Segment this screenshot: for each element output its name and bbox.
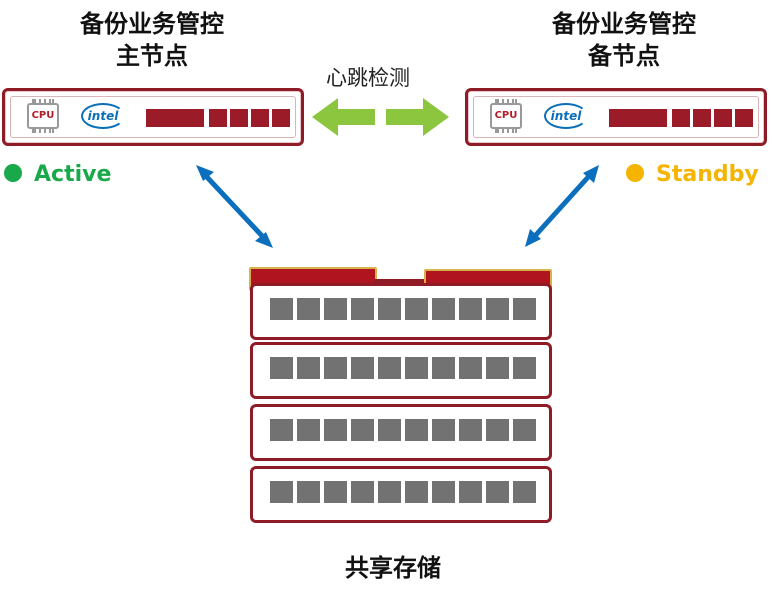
heartbeat-arrow-icon xyxy=(312,98,449,136)
cpu-chip-icon: CPU xyxy=(490,99,522,133)
standby-server-faceplate xyxy=(473,96,759,138)
disk-slot xyxy=(351,481,374,503)
standby-link-head-top xyxy=(583,165,599,183)
disk-slot xyxy=(297,298,320,320)
disk-slot xyxy=(459,419,482,441)
primary-server: CPU intel xyxy=(2,88,304,146)
disk-slots xyxy=(270,357,536,379)
primary-port xyxy=(251,109,269,127)
disk-slot xyxy=(513,298,536,320)
disk-slot xyxy=(324,298,347,320)
disk-slot xyxy=(351,419,374,441)
heartbeat-arrow-left xyxy=(312,98,375,136)
disk-slot xyxy=(513,357,536,379)
primary-node-title: 备份业务管控 主节点 xyxy=(52,8,252,72)
disk-slot xyxy=(486,419,509,441)
disk-slot xyxy=(405,419,428,441)
disk-slot xyxy=(351,357,374,379)
standby-node-title: 备份业务管控 备节点 xyxy=(524,8,724,72)
primary-title-line2: 主节点 xyxy=(116,42,188,70)
disk-slot xyxy=(486,481,509,503)
primary-port xyxy=(230,109,248,127)
disk-slot xyxy=(324,419,347,441)
disk-slot xyxy=(486,357,509,379)
disk-slot xyxy=(378,357,401,379)
primary-status-text: Active xyxy=(34,162,112,187)
disk-slot xyxy=(270,298,293,320)
primary-link-shaft xyxy=(203,173,266,240)
storage-shelf xyxy=(250,466,552,523)
disk-slot xyxy=(297,357,320,379)
primary-port xyxy=(209,109,227,127)
disk-slot xyxy=(378,481,401,503)
standby-link-head-bottom xyxy=(525,229,541,247)
primary-port xyxy=(272,109,290,127)
disk-slot xyxy=(486,298,509,320)
storage-top-rail xyxy=(374,279,424,283)
storage-label: 共享存储 xyxy=(345,554,441,582)
active-status-dot-icon xyxy=(4,164,22,182)
primary-status: Active xyxy=(4,161,111,189)
disk-slot xyxy=(405,481,428,503)
storage-shelf xyxy=(250,404,552,461)
disk-slot xyxy=(378,419,401,441)
disk-slots xyxy=(270,419,536,441)
disk-slot xyxy=(378,298,401,320)
primary-link-head-bottom xyxy=(255,232,273,248)
standby-status-text: Standby xyxy=(656,162,759,187)
standby-port xyxy=(693,109,711,127)
primary-drive-bay xyxy=(146,109,204,127)
standby-server: CPU intel xyxy=(465,88,767,146)
standby-storage-link-arrow-icon xyxy=(525,165,599,247)
standby-link-shaft xyxy=(532,173,592,239)
primary-server-faceplate xyxy=(10,96,296,138)
intel-logo-icon: intel xyxy=(544,103,588,129)
disk-slots xyxy=(270,298,536,320)
disk-slot xyxy=(324,357,347,379)
cpu-chip-icon: CPU xyxy=(27,99,59,133)
primary-link-head-top xyxy=(196,165,214,181)
disk-slot xyxy=(459,481,482,503)
standby-title-line1: 备份业务管控 xyxy=(552,10,696,38)
heartbeat-arrow-right xyxy=(386,98,449,136)
standby-port xyxy=(714,109,732,127)
standby-port xyxy=(672,109,690,127)
disk-slot xyxy=(513,419,536,441)
disk-slot xyxy=(297,481,320,503)
disk-slot xyxy=(513,481,536,503)
disk-slots xyxy=(270,481,536,503)
heartbeat-label: 心跳检测 xyxy=(326,66,410,90)
intel-logo-icon: intel xyxy=(81,103,125,129)
disk-slot xyxy=(351,298,374,320)
storage-shelf xyxy=(250,342,552,399)
standby-status: Standby xyxy=(626,161,759,189)
disk-slot xyxy=(270,419,293,441)
standby-drive-bay xyxy=(609,109,667,127)
disk-slot xyxy=(459,357,482,379)
disk-slot xyxy=(297,419,320,441)
disk-slot xyxy=(405,298,428,320)
disk-slot xyxy=(459,298,482,320)
standby-title-line2: 备节点 xyxy=(588,42,660,70)
disk-slot xyxy=(432,357,455,379)
primary-title-line1: 备份业务管控 xyxy=(80,10,224,38)
storage-shelf xyxy=(250,283,552,340)
disk-slot xyxy=(432,298,455,320)
disk-slot xyxy=(270,481,293,503)
disk-slot xyxy=(432,481,455,503)
standby-status-dot-icon xyxy=(626,164,644,182)
disk-slot xyxy=(324,481,347,503)
primary-storage-link-arrow-icon xyxy=(196,165,273,248)
disk-slot xyxy=(432,419,455,441)
standby-port xyxy=(735,109,753,127)
disk-slot xyxy=(405,357,428,379)
disk-slot xyxy=(270,357,293,379)
